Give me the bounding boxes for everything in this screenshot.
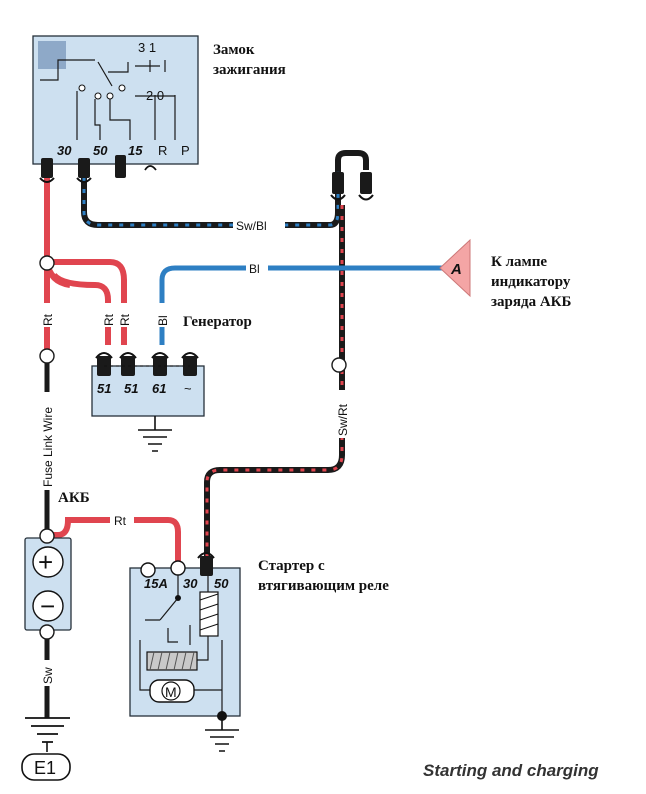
starter-pin-50: 50 xyxy=(214,576,229,591)
starter-label-line2: втягивающим реле xyxy=(258,578,389,594)
lamp-label-line2: индикатору xyxy=(491,274,571,290)
wire-label-rt-gen1-group: Rt xyxy=(100,303,116,327)
generator-label: Генератор xyxy=(183,314,252,330)
wire-label-rt-gen2-group: Rt xyxy=(116,303,132,327)
battery: + − xyxy=(24,537,72,631)
battery-plus: + xyxy=(38,547,53,577)
ground-left: E1 xyxy=(21,717,71,781)
wire-label-rt-batt: Rt xyxy=(114,514,127,528)
lamp-connector-letter: A xyxy=(450,261,462,278)
wire-label-fuse-link: Fuse Link Wire xyxy=(41,407,55,487)
generator: 51 51 61 ~ xyxy=(91,352,205,452)
ignition-label: Замок xyxy=(213,42,255,58)
wire-loop xyxy=(335,150,369,170)
wire-label-sw-bl: Sw/Bl xyxy=(236,219,267,233)
wire-label-bl-gen-group: Bl xyxy=(154,303,170,327)
lamp-label-line1: К лампе xyxy=(491,254,547,270)
ignition-pin-r: R xyxy=(158,143,167,158)
wire-label-sw-ground-group: Sw xyxy=(39,660,55,686)
ignition-contacts-top: 3 1 xyxy=(138,40,156,55)
wire-sw-bl xyxy=(81,170,341,228)
junction-node xyxy=(39,528,55,544)
starter-pin-30: 30 xyxy=(183,576,198,591)
junction-node xyxy=(39,624,55,640)
wire-label-bl: Bl xyxy=(249,262,260,276)
battery-minus: − xyxy=(40,591,55,621)
generator-pin-61: 61 xyxy=(152,381,166,396)
lamp-label-line3: заряда АКБ xyxy=(491,294,572,310)
ground-label: E1 xyxy=(34,758,56,778)
wire-label-rt-gen1: Rt xyxy=(102,313,116,326)
ignition-pin-p: P xyxy=(181,143,190,158)
generator-pin-51a: 51 xyxy=(97,381,111,396)
generator-pin-ac: ~ xyxy=(184,381,192,396)
wire-label-fuse-link-group: Fuse Link Wire xyxy=(38,392,56,490)
wire-label-sw-rt: Sw/Rt xyxy=(336,403,350,436)
battery-label: АКБ xyxy=(58,490,90,506)
ignition-pin-50: 50 xyxy=(93,143,108,158)
junction-node xyxy=(331,357,347,373)
ignition-contacts-bottom: 2 0 xyxy=(146,88,164,103)
wire-bl xyxy=(159,265,450,345)
wire-label-bl-gen: Bl xyxy=(156,315,170,326)
starter: 15A 30 50 M xyxy=(129,552,241,752)
ignition-pin-30: 30 xyxy=(57,143,72,158)
wire-label-sw-ground: Sw xyxy=(41,667,55,684)
generator-pin-51b: 51 xyxy=(124,381,138,396)
starter-motor-label: M xyxy=(165,684,177,700)
starter-pin-15a: 15A xyxy=(144,576,168,591)
junction-node xyxy=(39,348,55,364)
starter-label-line1: Стартер с xyxy=(258,558,325,574)
wire-label-sw-rt-group: Sw/Rt xyxy=(333,390,351,438)
ignition-pin-15: 15 xyxy=(128,143,143,158)
loop-connector xyxy=(330,172,374,201)
diagram-caption: Starting and charging xyxy=(423,761,599,780)
wire-label-rt-main-group: Rt xyxy=(39,303,55,327)
ignition-label-line2: зажигания xyxy=(213,62,286,78)
wire-label-rt-gen2: Rt xyxy=(118,313,132,326)
lamp-connector: A xyxy=(439,238,471,298)
ignition-switch: 3 1 2 0 30 50 15 R P xyxy=(32,35,199,183)
junction-node xyxy=(39,255,55,271)
wire-sw-rt xyxy=(204,205,345,560)
wire-label-rt-main: Rt xyxy=(41,313,55,326)
